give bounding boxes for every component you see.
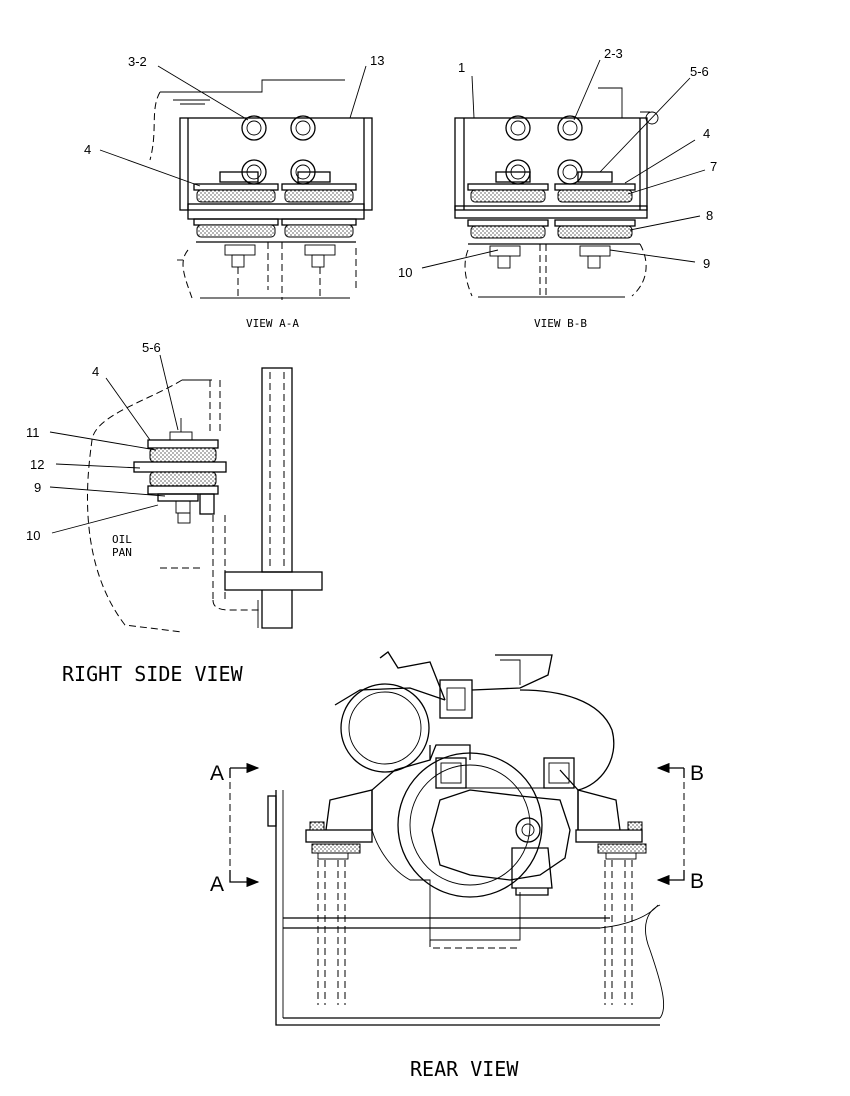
view-b-b-drawing <box>454 87 659 298</box>
callout-r-12: 12 <box>30 457 44 472</box>
view-a-a-drawing <box>149 79 373 300</box>
callout-a-13: 13 <box>370 53 384 68</box>
callout-b-8: 8 <box>706 208 713 223</box>
right-side-view-drawing <box>86 367 323 633</box>
callout-b-1: 1 <box>458 60 465 75</box>
callout-r-5-6: 5-6 <box>142 340 161 355</box>
rear-view-drawing <box>229 651 685 1026</box>
section-mark-a-bottom: A <box>210 873 224 896</box>
note-oil: OIL <box>112 533 132 546</box>
callout-leaders <box>49 59 706 534</box>
callout-b-10: 10 <box>398 265 412 280</box>
callout-r-9: 9 <box>34 480 41 495</box>
callout-r-11: 11 <box>26 425 40 440</box>
callout-b-2-3: 2-3 <box>604 46 623 61</box>
right-side-view-title: RIGHT SIDE VIEW <box>62 662 244 686</box>
callout-b-7: 7 <box>710 159 717 174</box>
section-mark-b-top: B <box>690 762 704 785</box>
callout-a-3-2: 3-2 <box>128 54 147 69</box>
callout-a-4: 4 <box>84 142 91 157</box>
callout-r-10: 10 <box>26 528 40 543</box>
callout-b-4: 4 <box>703 126 710 141</box>
callout-b-5-6: 5-6 <box>690 64 709 79</box>
section-mark-b-bottom: B <box>690 870 704 893</box>
view-a-a-title: VIEW A-A <box>246 317 299 330</box>
callout-b-9: 9 <box>703 256 710 271</box>
view-b-b-title: VIEW B-B <box>534 317 587 330</box>
callout-r-4: 4 <box>92 364 99 379</box>
note-pan: PAN <box>112 546 132 559</box>
rear-view-title: REAR VIEW <box>410 1057 519 1081</box>
section-mark-a-top: A <box>210 762 224 785</box>
